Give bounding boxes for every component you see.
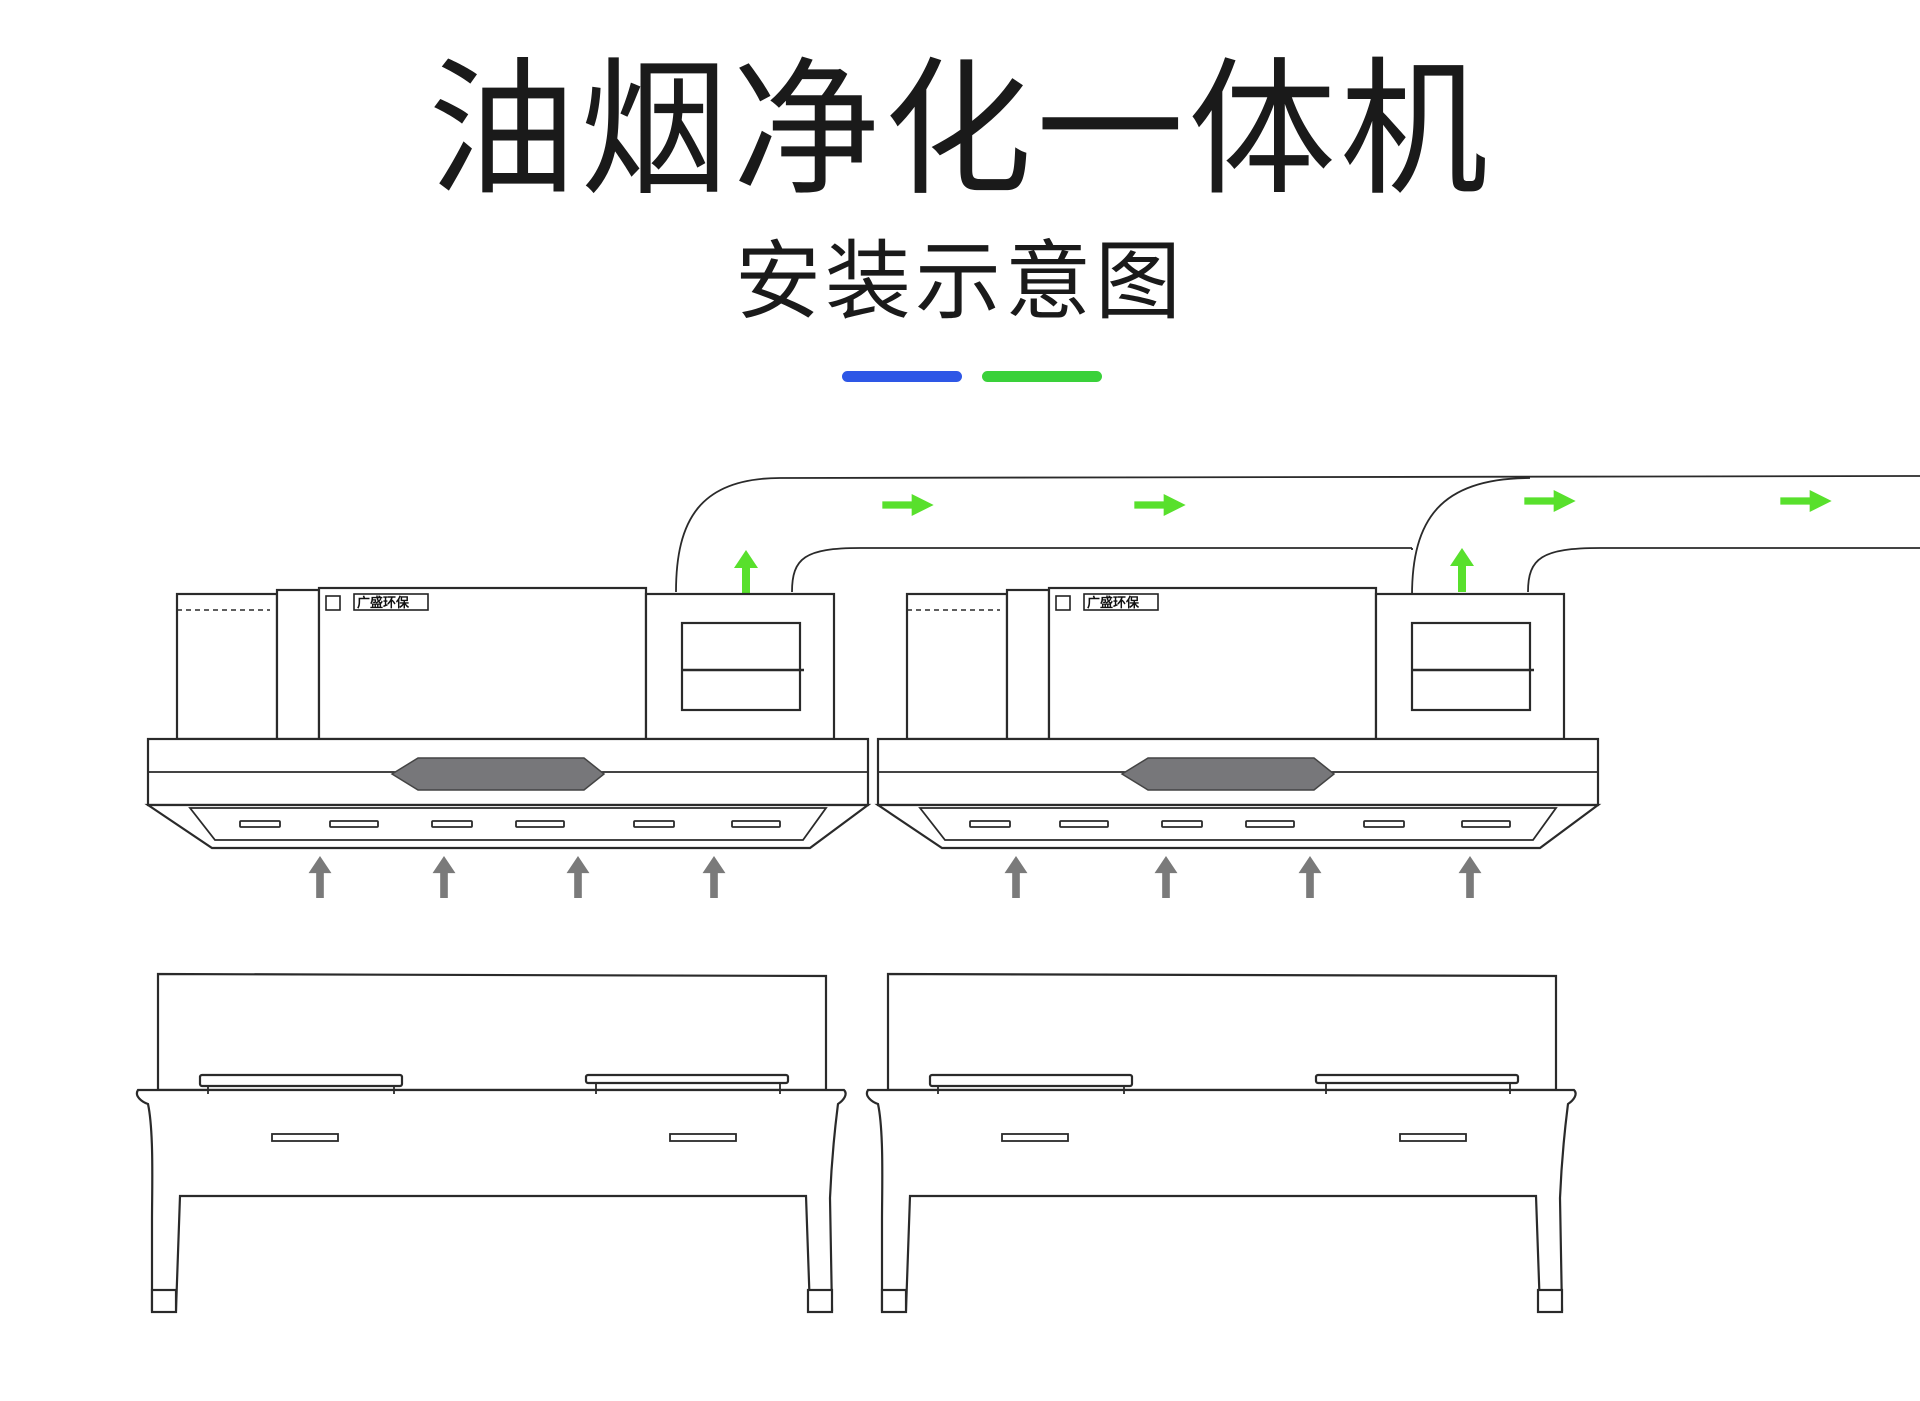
filter-slot — [329, 820, 379, 828]
filter-slot — [515, 820, 565, 828]
control-panel — [390, 757, 606, 791]
filter-slot — [1059, 820, 1109, 828]
arrow-up-icon — [1154, 856, 1178, 898]
filter-slot — [1161, 820, 1203, 828]
hood-intake-tray — [874, 803, 1602, 850]
arrow-up-icon — [1458, 856, 1482, 898]
drawer-handle — [669, 1133, 737, 1142]
filter-slot — [239, 820, 281, 828]
arrow-right-icon — [1524, 490, 1576, 512]
arrow-up-icon — [734, 550, 758, 594]
arrow-up-icon — [566, 856, 590, 898]
accent-bar-green — [982, 371, 1102, 382]
arrow-up-icon — [1004, 856, 1028, 898]
purifier-filter-panel — [680, 621, 802, 712]
arrow-right-icon — [1780, 490, 1832, 512]
arrow-up-icon — [308, 856, 332, 898]
filter-slot — [731, 820, 781, 828]
brand-text: 广盛环保 — [1087, 595, 1140, 611]
filter-slot — [969, 820, 1011, 828]
page-subtitle: 安装示意图 — [735, 232, 1185, 332]
burner-plate — [1314, 1073, 1520, 1085]
burner-plate — [198, 1073, 404, 1088]
filter-slot — [633, 820, 675, 828]
filter-slot — [1245, 820, 1295, 828]
stove-counter — [865, 972, 1577, 1314]
filter-slot — [431, 820, 473, 828]
burner-plate — [584, 1073, 790, 1085]
drawer-handle — [271, 1133, 339, 1142]
hood-side-panel — [905, 592, 1009, 741]
control-panel — [1120, 757, 1336, 791]
arrow-up-icon — [702, 856, 726, 898]
page-title: 油烟净化一体机 — [428, 44, 1492, 216]
arrow-right-icon — [882, 494, 934, 516]
arrow-right-icon — [1134, 494, 1186, 516]
brand-logo: 广盛环保 — [325, 593, 429, 611]
drawer-handle — [1399, 1133, 1467, 1142]
brand-text: 广盛环保 — [357, 595, 410, 611]
accent-bar-blue — [842, 371, 962, 382]
arrow-up-icon — [1298, 856, 1322, 898]
purifier-hood-unit: 广盛环保 — [865, 586, 1602, 1314]
filter-slot — [1461, 820, 1511, 828]
purifier-filter-panel — [1410, 621, 1532, 712]
drawer-handle — [1001, 1133, 1069, 1142]
burner-plate — [928, 1073, 1134, 1088]
brand-logo: 广盛环保 — [1055, 593, 1159, 611]
purifier-hood-unit: 广盛环保 — [135, 586, 872, 1314]
hood-intake-tray — [144, 803, 872, 850]
stove-counter — [135, 972, 847, 1314]
arrow-up-icon — [432, 856, 456, 898]
exhaust-duct — [675, 475, 1920, 597]
filter-slot — [1363, 820, 1405, 828]
arrow-up-icon — [1450, 548, 1474, 592]
hood-side-panel — [175, 592, 279, 741]
